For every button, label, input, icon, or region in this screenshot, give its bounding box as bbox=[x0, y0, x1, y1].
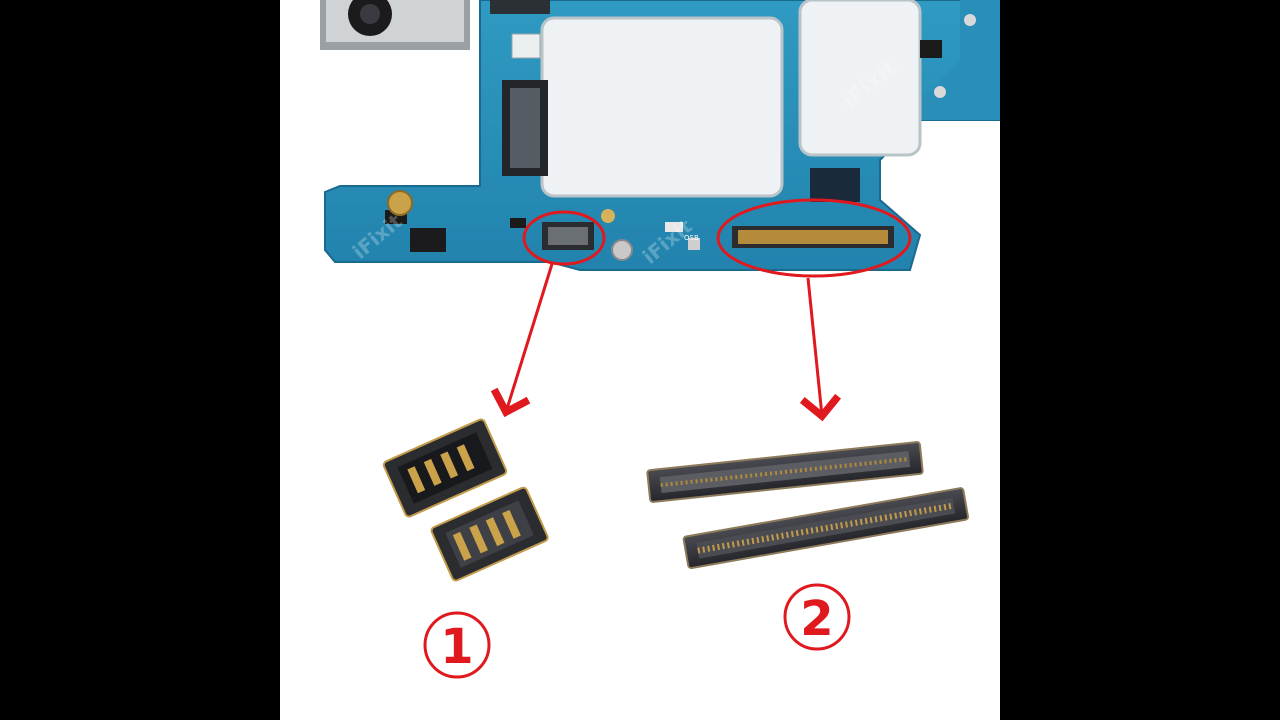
callout-2-number: 2 bbox=[800, 591, 833, 647]
arrow-to-connector-1 bbox=[490, 263, 554, 418]
screw-hole bbox=[611, 239, 633, 261]
mounting-pad bbox=[387, 190, 413, 216]
photo-canvas: iFixit iFixit iFixit OSB bbox=[320, 0, 1000, 679]
pcb-board: iFixit iFixit iFixit OSB bbox=[320, 0, 1000, 271]
rf-shield-right bbox=[798, 0, 922, 157]
highlight-ellipse-2 bbox=[716, 198, 912, 278]
callout-1: 1 bbox=[423, 611, 491, 679]
arrow-to-connector-2 bbox=[799, 277, 841, 422]
callout-1-circle bbox=[423, 611, 491, 679]
callout-2-circle bbox=[783, 583, 851, 651]
callout-2: 2 bbox=[783, 583, 851, 651]
left-letterbox bbox=[0, 0, 280, 720]
highlight-ellipse-1 bbox=[522, 210, 606, 266]
silkscreen-label: OSB bbox=[684, 234, 699, 242]
right-letterbox bbox=[1000, 0, 1280, 720]
rf-shield-left bbox=[540, 16, 784, 198]
product-photo: iFixit iFixit iFixit OSB bbox=[280, 0, 1000, 720]
connector-1-parts bbox=[382, 418, 549, 582]
connector-2-parts bbox=[646, 441, 969, 570]
ic-chip bbox=[810, 168, 860, 202]
callout-1-number: 1 bbox=[440, 619, 473, 675]
